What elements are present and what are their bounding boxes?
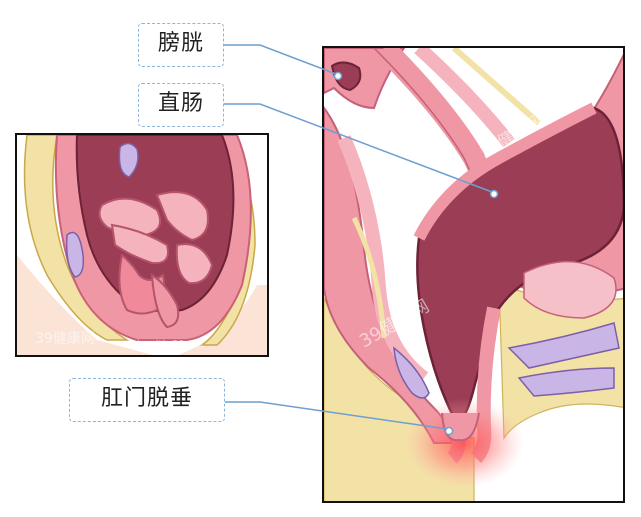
rectum-pointer-dot: [489, 189, 499, 199]
skin-region: [17, 255, 153, 355]
muscle-right: [507, 322, 620, 369]
overview-pelvis-panel: 39健康网 health.39.net: [15, 133, 269, 357]
anal-prolapse-label: 肛门脱垂: [69, 378, 225, 422]
rectal-prolapse-illustration: 39健康网 39健康网: [324, 48, 623, 501]
bladder-shape: [118, 142, 139, 178]
watermark-domain: health.39.net: [137, 339, 204, 350]
overview-pelvis-illustration: 39健康网 health.39.net: [17, 135, 267, 355]
prolapse-pointer-dot: [444, 426, 454, 436]
bladder-label: 膀胱: [138, 23, 224, 67]
prolapse-highlight: [404, 398, 524, 488]
rectal-prolapse-detail-panel: 39健康网 39健康网: [322, 46, 625, 503]
watermark-brand: 39健康网: [35, 330, 95, 347]
rectum-label: 直肠: [138, 83, 224, 127]
bladder-leader-line: [222, 44, 337, 75]
muscle-left: [393, 346, 430, 399]
fat-layer: [23, 135, 130, 341]
bladder-pointer-dot: [333, 71, 343, 81]
